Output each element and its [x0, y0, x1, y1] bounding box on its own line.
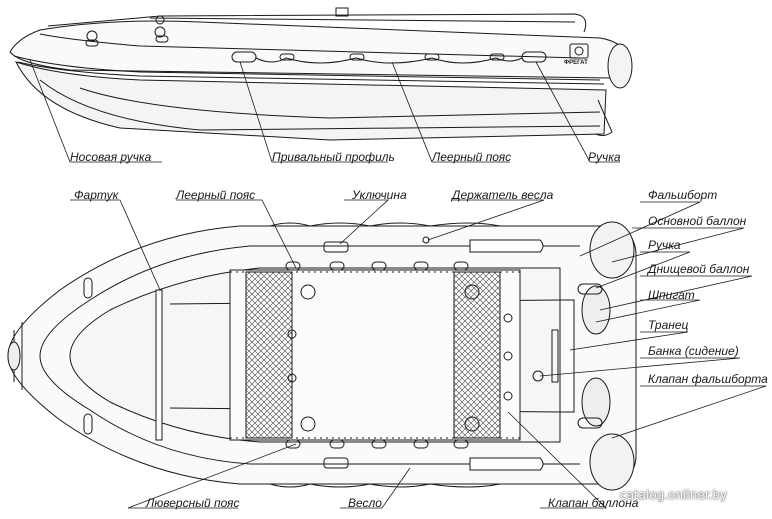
- side-hull-line-2: [79, 87, 601, 119]
- plan-bottom-tube-top: [581, 285, 611, 335]
- side-top-edge: [47, 13, 587, 33]
- side-view: [9, 7, 633, 141]
- plan-bottom-tube-bottom: [581, 377, 611, 427]
- side-stern-lower: [595, 99, 613, 137]
- label-drain: Шпигат: [648, 288, 695, 302]
- label-oarlock: Уключина: [352, 188, 407, 202]
- plan-seat-right: [453, 271, 501, 439]
- label-bulwark-valve: Клапан фальшборта: [648, 372, 768, 386]
- label-tube-valve: Клапан баллона: [548, 496, 639, 510]
- label-grommet-belt: Люверсный пояс: [146, 496, 240, 510]
- label-nose-handle: Носовая ручка: [70, 150, 152, 164]
- plan-oar-bottom: [254, 457, 544, 471]
- label-bottom-tube: Днищевой баллон: [648, 262, 750, 276]
- watermark: catalog.onliner.by: [620, 488, 728, 502]
- plan-inner-tube: [39, 245, 580, 465]
- side-top-edge-2: [149, 17, 576, 23]
- side-leaders: [29, 59, 620, 163]
- side-nose-handles: [85, 15, 169, 47]
- label-lifeline-plan: Леерный пояс: [176, 188, 256, 202]
- side-mooring-profile-2: [17, 61, 605, 85]
- plan-seat-left: [245, 271, 293, 439]
- side-handles: [231, 51, 547, 63]
- plan-lifeline-loops-bottom: [285, 439, 469, 449]
- logo-box: [569, 43, 589, 59]
- side-oarlock: [335, 7, 349, 17]
- side-bulwark: [39, 33, 581, 59]
- plan-lifeline-loops-top: [285, 261, 469, 271]
- label-bulwark: Фальшборт: [648, 188, 718, 202]
- label-oar: Весло: [348, 496, 382, 510]
- label-transom: Транец: [648, 318, 689, 332]
- plan-view: [7, 221, 637, 491]
- side-mooring-profile: [13, 55, 601, 81]
- side-lifeline-loops: [279, 53, 505, 61]
- logo-text: ФРЕГАТ: [564, 60, 588, 66]
- plan-stern-handle-top: [577, 283, 603, 295]
- plan-stern-top: [589, 221, 635, 279]
- label-handle-plan: Ручка: [648, 238, 681, 252]
- side-hull-line: [39, 79, 601, 131]
- label-apron: Фартук: [74, 188, 119, 202]
- plan-floor-fittings: [287, 284, 513, 432]
- plan-apron-bar: [155, 289, 163, 441]
- label-oar-holder: Держатель весла: [452, 188, 554, 202]
- plan-stern-bottom: [589, 433, 635, 491]
- plan-transom-center: [551, 329, 559, 383]
- label-mooring-profile: Привальный профиль: [272, 150, 395, 164]
- plan-oar-top: [254, 239, 544, 253]
- plan-bow-tip: [7, 341, 21, 371]
- plan-nose-handles: [83, 277, 93, 435]
- label-seat: Банка (сидение): [648, 344, 739, 358]
- label-lifeline-top: Леерный пояс: [432, 150, 512, 164]
- plan-leaders: [70, 199, 767, 509]
- plan-stern-handle-bottom: [577, 417, 603, 429]
- label-handle-top: Ручка: [588, 150, 621, 164]
- label-main-tube: Основной баллон: [648, 214, 747, 228]
- plan-transom: [559, 299, 575, 413]
- side-hull: [15, 61, 607, 141]
- side-stern-tube: [607, 43, 633, 89]
